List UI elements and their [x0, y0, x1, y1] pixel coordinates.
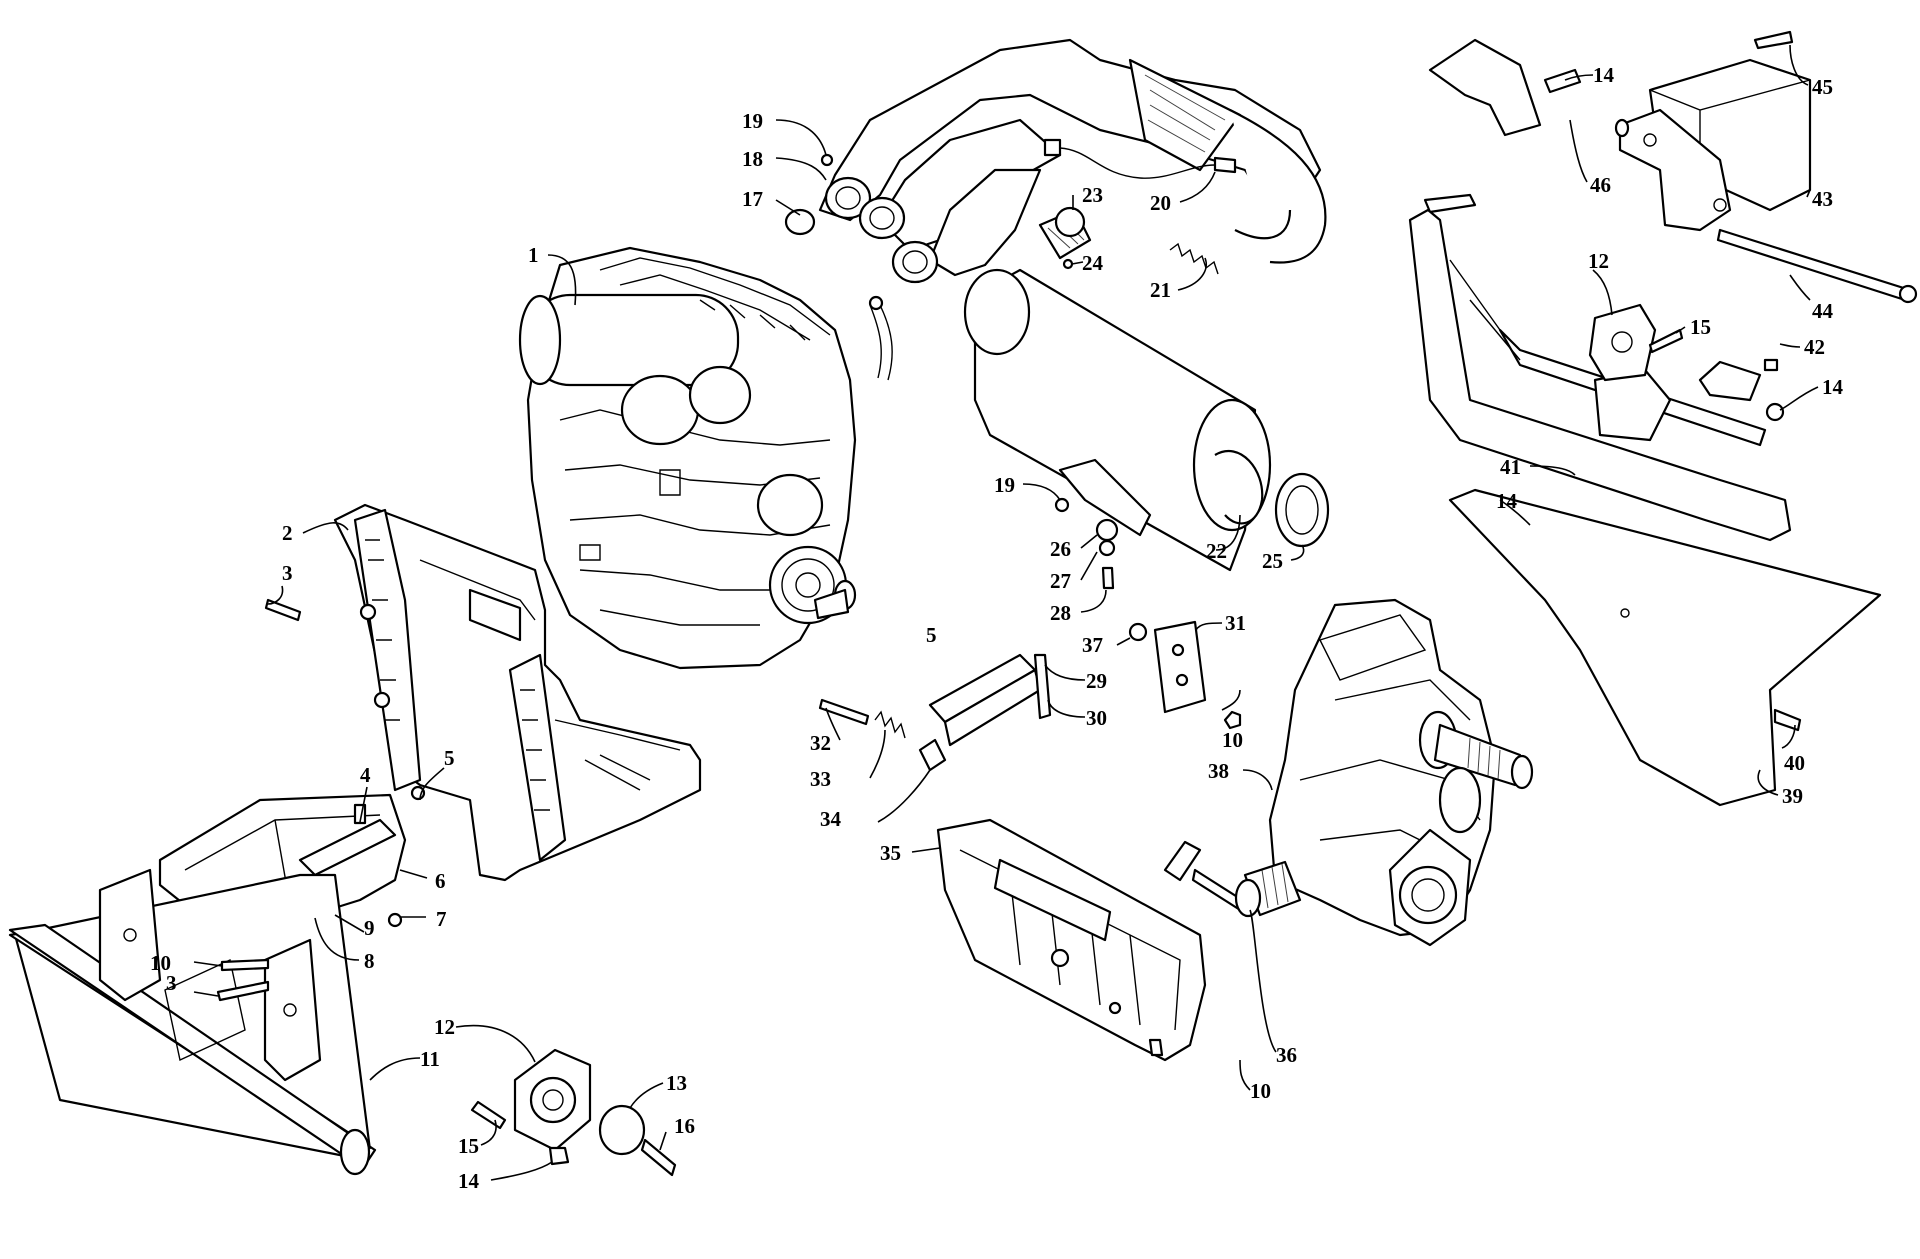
callout-16: 16 — [674, 1114, 695, 1138]
callout-15: 15 — [1690, 315, 1711, 339]
callout-22: 22 — [1206, 539, 1227, 563]
transmission — [1234, 598, 1534, 947]
callout-40: 40 — [1784, 751, 1805, 775]
callout-14: 14 — [1593, 63, 1615, 87]
callout-44: 44 — [1812, 299, 1834, 323]
callout-33: 33 — [810, 767, 831, 791]
callout-labels: 1 2 3 3 4 5 5 6 7 8 9 10 10 10 11 12 12 … — [150, 63, 1844, 1193]
callout-1: 1 — [528, 243, 539, 267]
callout-20: 20 — [1150, 191, 1171, 215]
callout-11: 11 — [420, 1047, 440, 1071]
callout-45: 45 — [1812, 75, 1833, 99]
callout-35: 35 — [880, 841, 901, 865]
callout-29: 29 — [1086, 669, 1107, 693]
callout-41: 41 — [1500, 455, 1521, 479]
callout-23: 23 — [1082, 183, 1103, 207]
front-mount-frame — [333, 503, 702, 882]
exhaust-header — [784, 38, 1327, 284]
callout-39: 39 — [1782, 784, 1803, 808]
callout-18: 18 — [742, 147, 763, 171]
exhaust-spring — [1169, 242, 1219, 275]
callout-24: 24 — [1082, 251, 1104, 275]
callout-4: 4 — [360, 763, 371, 787]
callout-21: 21 — [1150, 278, 1171, 302]
front-cross-tube — [8, 868, 377, 1176]
callout-28: 28 — [1050, 601, 1071, 625]
callout-2: 2 — [282, 521, 293, 545]
callout-5: 5 — [444, 746, 455, 770]
callout-14: 14 — [458, 1169, 480, 1193]
callout-5: 5 — [926, 623, 937, 647]
callout-10: 10 — [1250, 1079, 1271, 1103]
callout-7: 7 — [436, 907, 447, 931]
callout-43: 43 — [1812, 187, 1833, 211]
callout-12: 12 — [434, 1015, 455, 1039]
callout-37: 37 — [1082, 633, 1103, 657]
callout-25: 25 — [1262, 549, 1283, 573]
muffler — [963, 268, 1330, 590]
callout-34: 34 — [820, 807, 842, 831]
callout-46: 46 — [1590, 173, 1611, 197]
callout-30: 30 — [1086, 706, 1107, 730]
rear-top-bracket — [1428, 30, 1918, 304]
callout-6: 6 — [435, 869, 446, 893]
callout-10: 10 — [1222, 728, 1243, 752]
callout-27: 27 — [1050, 569, 1071, 593]
callout-26: 26 — [1050, 537, 1071, 561]
callout-10: 10 — [150, 951, 171, 975]
callout-42: 42 — [1804, 335, 1825, 359]
exhaust-cap — [1038, 206, 1092, 270]
callout-3: 3 — [166, 971, 177, 995]
callout-38: 38 — [1208, 759, 1229, 783]
callout-15: 15 — [458, 1134, 479, 1158]
rear-guard-plate — [1448, 488, 1882, 807]
callout-3: 3 — [282, 561, 293, 585]
callout-13: 13 — [666, 1071, 687, 1095]
left-fasteners — [216, 598, 426, 1002]
rear-mount-bracket — [1408, 193, 1792, 542]
callout-14: 14 — [1496, 489, 1518, 513]
callout-14: 14 — [1822, 375, 1844, 399]
callout-9: 9 — [364, 916, 375, 940]
callout-31: 31 — [1225, 611, 1246, 635]
engine-assembly — [518, 246, 893, 670]
callout-19: 19 — [994, 473, 1015, 497]
callout-19: 19 — [742, 109, 763, 133]
callout-12: 12 — [1588, 249, 1609, 273]
center-skid-plate — [936, 818, 1207, 1062]
exhaust-sensor — [1043, 138, 1237, 179]
front-engine-mount — [470, 1048, 677, 1177]
callout-17: 17 — [742, 187, 763, 211]
callout-32: 32 — [810, 731, 831, 755]
leader-lines — [193, 44, 1819, 1181]
callout-36: 36 — [1276, 1043, 1297, 1067]
callout-8: 8 — [364, 949, 375, 973]
